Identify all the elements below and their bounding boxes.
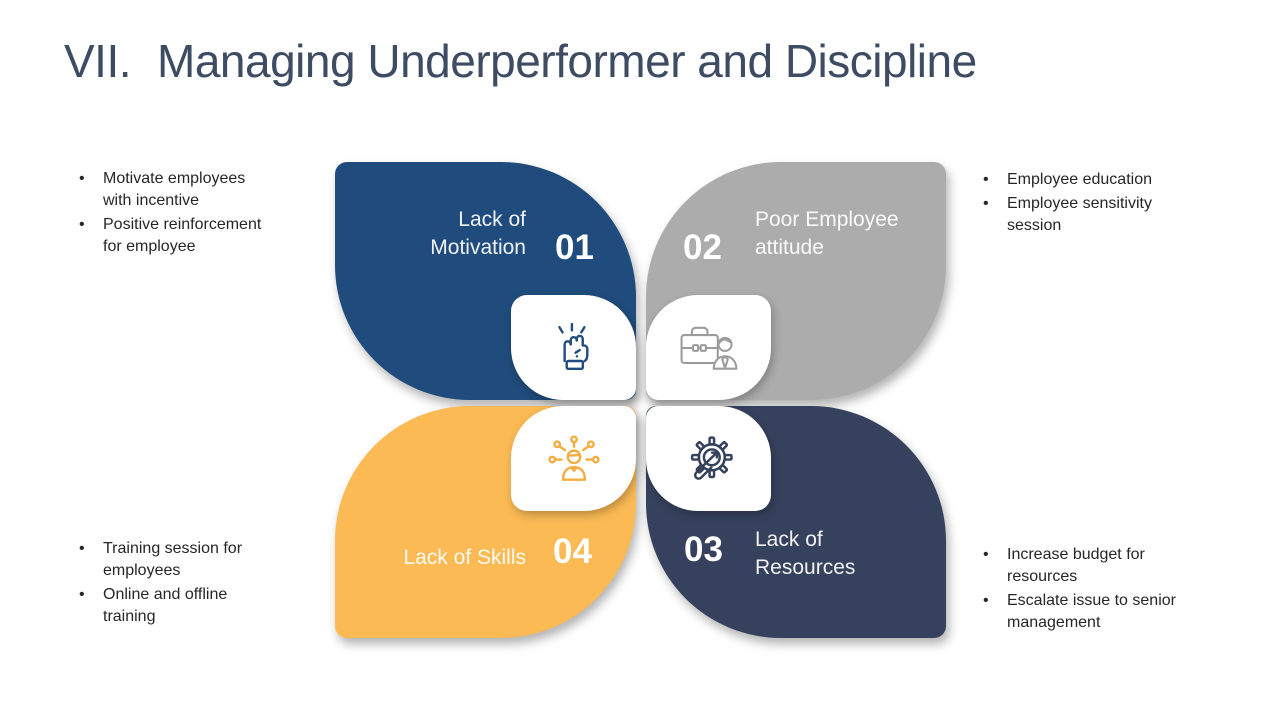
list-item: Increase budget for resources xyxy=(978,544,1196,588)
list-item: Online and offline training xyxy=(74,584,244,628)
petal-label: Poor Employee attitude xyxy=(755,208,899,259)
gear-magnifier-icon xyxy=(682,434,736,484)
title-text: Managing Underperformer and Discipline xyxy=(157,35,977,87)
petal-number: 04 xyxy=(553,532,592,571)
list-item: Escalate issue to senior management xyxy=(978,590,1196,634)
icon-card-attitude xyxy=(646,295,771,400)
page-title: VII. Managing Underperformer and Discipli… xyxy=(64,34,977,88)
skills-bullet-list: Training session for employees Online an… xyxy=(74,538,244,630)
icon-card-resources xyxy=(646,406,771,511)
list-item: Training session for employees xyxy=(74,538,244,582)
quadrant-diagram: Lack of Motivation 01 02 Poor Employee a… xyxy=(335,162,946,638)
briefcase-person-icon xyxy=(679,322,739,374)
person-network-icon xyxy=(547,434,601,484)
petal-label: Lack of Motivation xyxy=(430,208,526,259)
list-item: Motivate employees with incentive xyxy=(74,168,264,212)
petal-lack-of-motivation: Lack of Motivation 01 xyxy=(335,162,636,400)
icon-card-motivation xyxy=(511,295,636,400)
petal-label: Lack of Skills xyxy=(403,546,526,569)
title-number: VII. xyxy=(64,35,132,87)
petal-number: 01 xyxy=(555,228,594,267)
fist-icon xyxy=(551,322,597,374)
icon-card-skills xyxy=(511,406,636,511)
list-item: Positive reinforcement for employee xyxy=(74,214,264,258)
attitude-bullet-list: Employee education Employee sensitivity … xyxy=(978,169,1160,239)
list-item: Employee education xyxy=(978,169,1160,191)
list-item: Employee sensitivity session xyxy=(978,193,1160,237)
petal-number: 02 xyxy=(683,228,722,267)
motivation-bullet-list: Motivate employees with incentive Positi… xyxy=(74,168,264,260)
petal-label: Lack of Resources xyxy=(755,528,856,579)
petal-number: 03 xyxy=(684,530,723,569)
resources-bullet-list: Increase budget for resources Escalate i… xyxy=(978,544,1196,636)
